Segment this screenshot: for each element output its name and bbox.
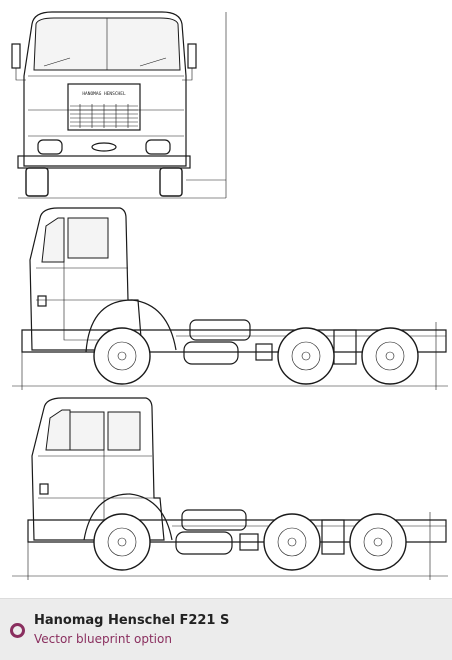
caption-title: Hanomag Henschel F221 S bbox=[34, 613, 230, 628]
caption-subtitle[interactable]: Vector blueprint option bbox=[34, 632, 172, 646]
grille-slats bbox=[70, 104, 138, 128]
caption-bar: Hanomag Henschel F221 S Vector blueprint… bbox=[0, 598, 452, 660]
grille-badge-text: HANOMAG HENSCHEL bbox=[82, 91, 126, 97]
side-view-long-cab bbox=[12, 207, 448, 390]
ring-icon bbox=[10, 623, 25, 638]
front-view: HANOMAG HENSCHEL bbox=[11, 11, 227, 199]
blueprint-drawing: HANOMAG HENSCHEL bbox=[11, 11, 448, 580]
side-view-short-cab bbox=[12, 397, 448, 580]
